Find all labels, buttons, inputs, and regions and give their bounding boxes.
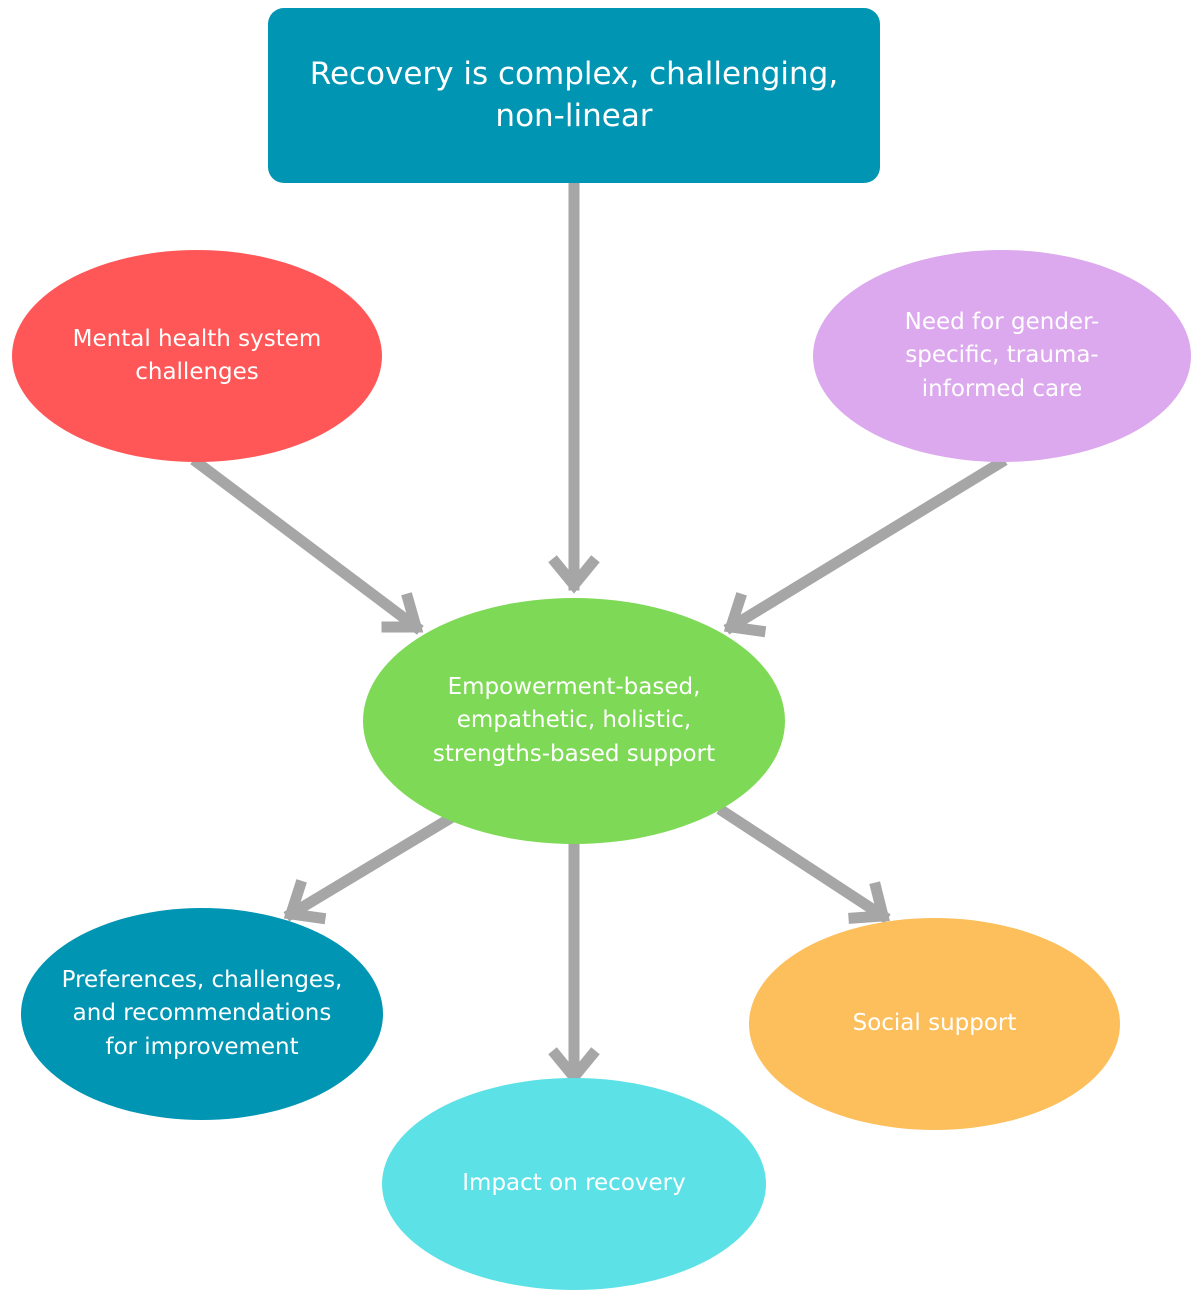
node-empowerment-support: Empowerment-based, empathetic, holistic,…: [363, 598, 785, 844]
node-gender-specific-label: Need for gender-specific, trauma-informe…: [904, 308, 1100, 402]
arrow-center-to-impact: [548, 840, 600, 1086]
node-preferences: Preferences, challenges, and recommendat…: [21, 908, 383, 1120]
arrow-gender-to-center: [723, 455, 1008, 638]
node-social-support-label: Social support: [852, 1010, 1017, 1037]
node-mental-health-label: Mental health system challenges: [72, 325, 322, 385]
arrow-center-to-social: [716, 804, 891, 924]
node-center-label: Empowerment-based, empathetic, holistic,…: [432, 673, 716, 767]
arrow-mental-to-center: [190, 455, 424, 635]
node-impact-label: Impact on recovery: [462, 1170, 686, 1197]
arrow-center-to-preferences: [283, 808, 462, 925]
node-social-support: Social support: [749, 918, 1120, 1130]
top-box-label: Recovery is complex, challenging, non-li…: [309, 55, 839, 134]
node-mental-health-system-challenges: Mental health system challenges: [12, 250, 382, 462]
top-box: Recovery is complex, challenging, non-li…: [268, 8, 880, 183]
node-impact-on-recovery: Impact on recovery: [382, 1078, 766, 1290]
arrow-top-to-center: [548, 178, 600, 594]
node-gender-specific-care: Need for gender-specific, trauma-informe…: [813, 250, 1191, 462]
node-preferences-label: Preferences, challenges, and recommendat…: [61, 966, 343, 1060]
